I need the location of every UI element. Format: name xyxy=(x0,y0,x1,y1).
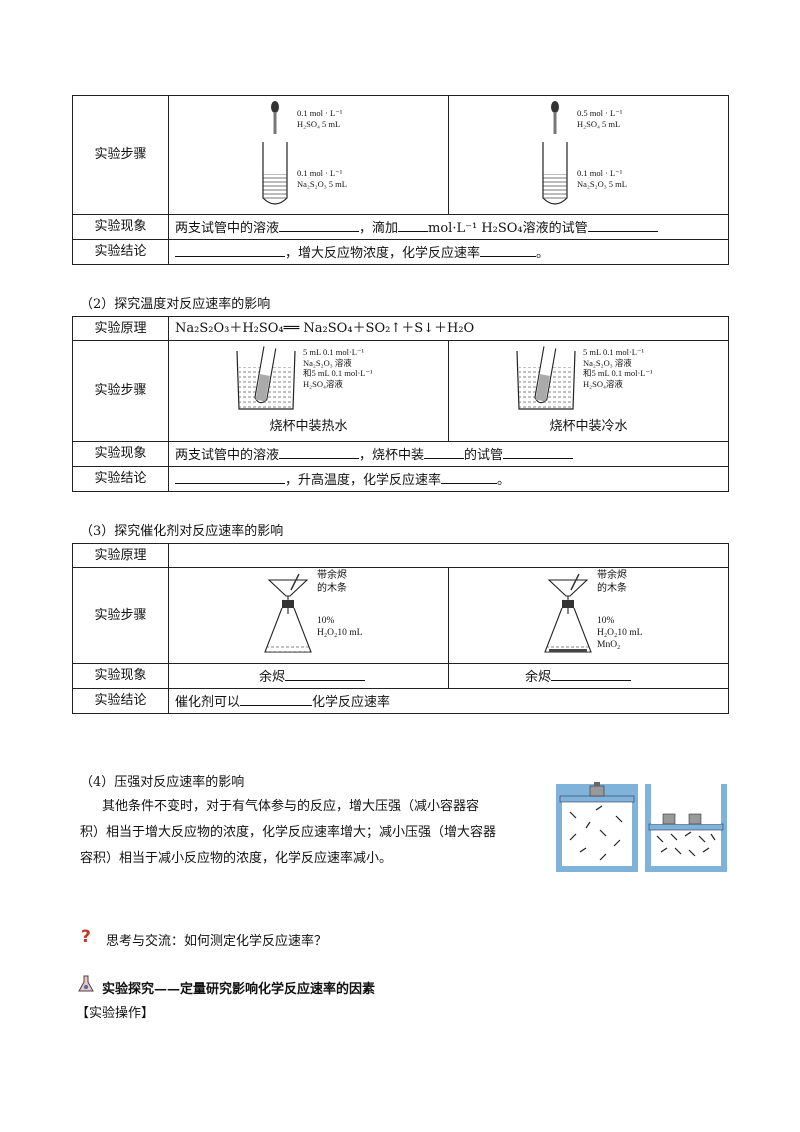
pressure-container-small-icon xyxy=(645,784,727,872)
beaker-note-4: H₂SO₄溶液 xyxy=(583,378,623,389)
cold-water-caption: 烧杯中装冷水 xyxy=(549,419,628,434)
phenomenon-cell: 两支试管中的溶液，烧杯中装的试管 xyxy=(168,441,729,467)
blank[interactable] xyxy=(551,667,632,681)
blank[interactable] xyxy=(441,470,498,484)
beaker-icon xyxy=(516,346,576,410)
right-acid-note-1: 0.5 mol · L⁻¹ xyxy=(577,108,623,118)
principle-label: 实验原理 xyxy=(72,543,169,568)
conclusion-label: 实验结论 xyxy=(72,688,169,714)
blank[interactable] xyxy=(240,692,313,706)
beaker-note-3: 和5 mL 0.1 mol·L⁻¹ xyxy=(303,368,373,379)
conclusion-label: 实验结论 xyxy=(72,466,169,492)
conclusion-cell: ，增大反应物浓度，化学反应速率。 xyxy=(168,239,729,265)
blank[interactable] xyxy=(279,218,360,232)
dropper-tube-icon xyxy=(542,101,568,205)
beaker-note-3: 和5 mL 0.1 mol·L⁻¹ xyxy=(583,368,653,379)
catalyst-table: 实验原理 实验步骤 带余烬的木条 10%H₂O₂10 mL xyxy=(72,543,729,714)
pressure-paragraph: 其他条件不变时，对于有气体参与的反应，增大压强（减小容器容 积）相当于增大反应物… xyxy=(80,799,497,866)
phenomenon-label: 实验现象 xyxy=(72,441,169,467)
phenomenon-label: 实验现象 xyxy=(72,214,169,240)
step-label: 实验步骤 xyxy=(72,340,169,442)
experiment-flask-icon xyxy=(78,975,94,992)
left-acid-note-1: 0.1 mol · L⁻¹ xyxy=(297,108,343,118)
operation-label: 【实验操作】 xyxy=(76,1006,155,1021)
section-4-heading: （4）压强对反应速率的影响 xyxy=(80,775,245,790)
section-3-heading: （3）探究催化剂对反应速率的影响 xyxy=(80,524,284,539)
splint-note-2: 的木条 xyxy=(317,582,347,594)
blank[interactable] xyxy=(398,218,429,232)
phenomenon-label: 实验现象 xyxy=(72,663,169,689)
beaker-note-4: H₂SO₄溶液 xyxy=(303,378,343,389)
blank[interactable] xyxy=(587,218,658,232)
blank[interactable] xyxy=(175,243,285,257)
explore-heading: 实验探究——定量研究影响化学反应速率的因素 xyxy=(102,982,376,997)
h2o2-note-2: H₂O₂10 mL xyxy=(317,627,363,638)
conclusion-cell: 催化剂可以化学反应速率 xyxy=(168,688,729,714)
beaker-note-2: Na₂S₂O₃ 溶液 xyxy=(303,357,352,368)
splint-note-2: 的木条 xyxy=(597,582,627,594)
pressure-container-large-icon xyxy=(556,782,638,872)
beaker-note-1: 5 mL 0.1 mol·L⁻¹ xyxy=(583,347,645,357)
left-thio-note-1: 0.1 mol · L⁻¹ xyxy=(297,168,343,178)
right-thio-note-2: Na₂S₂O₃ 5 mL xyxy=(577,178,627,189)
h2o2-note-2: H₂O₂10 mL xyxy=(597,627,643,638)
question-mark-icon: ? xyxy=(81,927,91,946)
section-2-heading: （2）探究温度对反应速率的影响 xyxy=(80,297,271,312)
blank[interactable] xyxy=(480,243,537,257)
temperature-table: 实验原理 Na₂S₂O₃＋H₂SO₄══ Na₂SO₄＋SO₂↑＋S↓＋H₂O … xyxy=(72,316,729,492)
right-acid-note-2: H₂SO₄ 5 mL xyxy=(577,118,621,129)
blank[interactable] xyxy=(424,445,465,459)
blank[interactable] xyxy=(175,470,285,484)
blank[interactable] xyxy=(279,445,360,459)
h2o2-note-1: 10% xyxy=(597,616,615,626)
conclusion-cell: ，升高温度，化学反应速率。 xyxy=(168,466,729,492)
step-label: 实验步骤 xyxy=(72,95,169,215)
phenomenon-left: 余烬 xyxy=(168,663,449,689)
left-acid-note-2: H₂SO₄ 5 mL xyxy=(297,118,341,129)
beaker-note-1: 5 mL 0.1 mol·L⁻¹ xyxy=(303,347,365,357)
right-thio-note-1: 0.1 mol · L⁻¹ xyxy=(577,168,623,178)
think-prompt: 思考与交流：如何测定化学反应速率？ xyxy=(106,934,328,949)
splint-note-1: 带余烬 xyxy=(597,570,627,581)
conclusion-label: 实验结论 xyxy=(72,239,169,265)
h2o2-note-1: 10% xyxy=(317,616,335,626)
svg-text:?: ? xyxy=(81,927,91,946)
hot-water-caption: 烧杯中装热水 xyxy=(269,419,348,434)
phenomenon-right: 余烬 xyxy=(448,663,729,689)
principle-equation: Na₂S₂O₃＋H₂SO₄══ Na₂SO₄＋SO₂↑＋S↓＋H₂O xyxy=(168,316,729,341)
principle-cell xyxy=(168,543,729,568)
flask-funnel-icon xyxy=(544,573,592,653)
flask-funnel-icon xyxy=(264,573,312,653)
dropper-tube-icon xyxy=(262,101,288,205)
splint-note-1: 带余烬 xyxy=(317,570,347,581)
left-thio-note-2: Na₂S₂O₃ 5 mL xyxy=(297,178,347,189)
mno2-note: MnO₂ xyxy=(597,639,621,650)
principle-label: 实验原理 xyxy=(72,316,169,341)
beaker-note-2: Na₂S₂O₃ 溶液 xyxy=(583,357,632,368)
no-catalyst-cell: 带余烬的木条 10%H₂O₂10 mL xyxy=(168,567,449,664)
blank[interactable] xyxy=(285,667,366,681)
blank[interactable] xyxy=(503,445,574,459)
step-label: 实验步骤 xyxy=(72,567,169,664)
beaker-icon xyxy=(236,346,296,410)
